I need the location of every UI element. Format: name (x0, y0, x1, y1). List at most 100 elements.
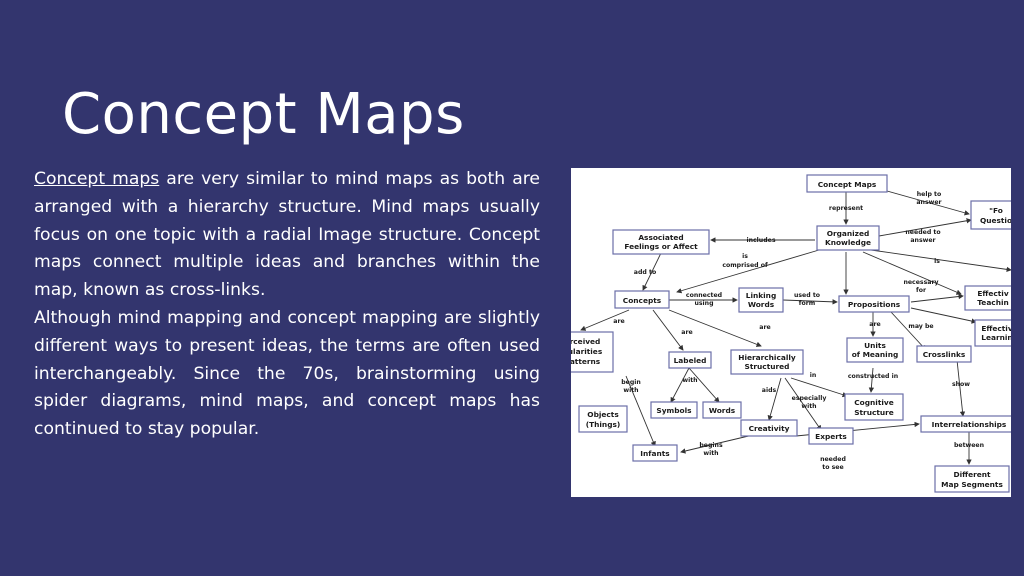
label-between: between (954, 442, 984, 449)
svg-text:Linking: Linking (746, 291, 777, 300)
node-organized-knowledge: Organized Knowledge (816, 225, 880, 251)
svg-text:rceived: rceived (571, 337, 600, 346)
node-effective-teaching: Effectiv Teachin (964, 285, 1011, 311)
label-used-to: used to (794, 292, 820, 299)
svg-text:Infants: Infants (640, 449, 670, 458)
node-infants: Infants (632, 444, 678, 462)
svg-text:(Things): (Things) (586, 420, 621, 429)
svg-text:Cognitive: Cognitive (854, 398, 893, 407)
paragraph-2: Although mind mapping and concept mappin… (34, 307, 540, 440)
label-is: is (934, 258, 940, 265)
label-connected: connected (686, 292, 722, 299)
label-aids: aids (762, 387, 777, 394)
svg-text:Concept Maps: Concept Maps (818, 180, 877, 189)
svg-text:Words: Words (709, 406, 736, 415)
label-needed-to-2: answer (910, 237, 936, 244)
svg-text:Knowledge: Knowledge (825, 238, 871, 247)
label-constructed-in: constructed in (848, 373, 898, 380)
label-show: show (952, 381, 970, 388)
node-concept-maps: Concept Maps (806, 174, 888, 193)
svg-text:Feelings or Affect: Feelings or Affect (624, 242, 698, 251)
svg-text:Concepts: Concepts (623, 296, 662, 305)
svg-text:Structured: Structured (745, 362, 790, 371)
svg-text:Interrelationships: Interrelationships (932, 420, 1007, 429)
node-experts: Experts (808, 427, 854, 445)
slide-title: Concept Maps (62, 82, 465, 147)
label-may-be: may be (908, 323, 933, 330)
label-are: are (613, 318, 624, 325)
diagram-edge-labels: help to answer represent includes needed… (613, 191, 984, 471)
label-begins: begins (699, 442, 723, 449)
node-creativity: Creativity (740, 419, 798, 437)
label-help-to: help to (917, 191, 942, 198)
label-connected-2: using (694, 300, 713, 307)
label-represent: represent (829, 205, 863, 212)
label-includes: includes (746, 237, 775, 244)
label-especially-2: with (801, 403, 816, 410)
node-focus-questions: "Fo Questio (970, 200, 1011, 230)
svg-text:"Fo: "Fo (989, 206, 1003, 215)
node-perceived-regularities: rceived ularities atterns (571, 331, 614, 373)
node-labeled: Labeled (668, 351, 712, 369)
label-needed-to: needed to (905, 229, 940, 236)
node-hierarchically-structured: Hierarchically Structured (730, 349, 804, 375)
node-different-map-segments: Different Map Segments (934, 465, 1010, 493)
label-is-2: is (742, 253, 748, 260)
label-necessary: necessary (903, 279, 938, 286)
node-associated-feelings: Associated Feelings or Affect (612, 229, 710, 255)
label-help-to-2: answer (916, 199, 942, 206)
diagram-edges (580, 190, 1011, 465)
node-symbols: Symbols (650, 401, 698, 419)
label-necessary-2: for (916, 287, 927, 294)
label-needed-to-see: needed (820, 456, 846, 463)
svg-text:Questio: Questio (980, 216, 1011, 225)
svg-text:Associated: Associated (638, 233, 683, 242)
node-words: Words (702, 401, 742, 419)
node-objects-things: Objects (Things) (578, 405, 628, 433)
svg-text:Words: Words (748, 300, 775, 309)
concept-map-diagram: help to answer represent includes needed… (571, 174, 1011, 493)
node-interrelationships: Interrelationships (920, 415, 1011, 433)
svg-text:atterns: atterns (571, 357, 601, 366)
label-add-to: add to (634, 269, 656, 276)
svg-text:Objects: Objects (587, 410, 619, 419)
label-especially: especially (792, 395, 827, 402)
node-cognitive-structure: Cognitive Structure (844, 393, 904, 421)
label-needed-to-see-2: to see (822, 464, 843, 471)
svg-text:Organized: Organized (827, 229, 870, 238)
svg-text:Learnin: Learnin (981, 333, 1011, 342)
concept-maps-link[interactable]: Concept maps (34, 169, 160, 189)
svg-text:Map Segments: Map Segments (941, 480, 1003, 489)
svg-text:Teachin: Teachin (977, 298, 1009, 307)
node-linking-words: Linking Words (738, 287, 784, 313)
svg-text:Creativity: Creativity (749, 424, 790, 433)
svg-text:Different: Different (953, 470, 991, 479)
svg-text:Effectiv: Effectiv (981, 324, 1011, 333)
svg-text:Symbols: Symbols (656, 406, 692, 415)
svg-text:Labeled: Labeled (674, 356, 707, 365)
svg-text:of Meaning: of Meaning (852, 350, 899, 359)
label-are-2: are (681, 329, 692, 336)
label-comprised-of: comprised of (722, 262, 768, 269)
concept-map-image: help to answer represent includes needed… (571, 168, 1011, 497)
svg-text:Crosslinks: Crosslinks (923, 350, 966, 359)
svg-text:Units: Units (864, 341, 886, 350)
svg-text:Experts: Experts (815, 432, 847, 441)
label-are-4: are (869, 321, 880, 328)
svg-text:Hierarchically: Hierarchically (738, 353, 796, 362)
label-are-3: are (759, 324, 770, 331)
node-propositions: Propositions (838, 295, 910, 313)
svg-text:ularities: ularities (571, 347, 603, 356)
svg-text:Propositions: Propositions (848, 300, 901, 309)
label-with: with (682, 377, 697, 384)
label-begins-2: with (703, 450, 718, 457)
paragraph-1: Concept maps are very similar to mind ma… (34, 166, 540, 305)
label-in: in (810, 372, 817, 379)
svg-text:Structure: Structure (854, 408, 894, 417)
slide-body: Concept maps are very similar to mind ma… (34, 166, 540, 444)
svg-text:Effectiv: Effectiv (977, 289, 1008, 298)
paragraph-1-text: are very similar to mind maps as both ar… (34, 169, 540, 301)
label-begin: begin (621, 379, 641, 386)
node-concepts: Concepts (614, 290, 670, 309)
node-crosslinks: Crosslinks (916, 345, 972, 363)
